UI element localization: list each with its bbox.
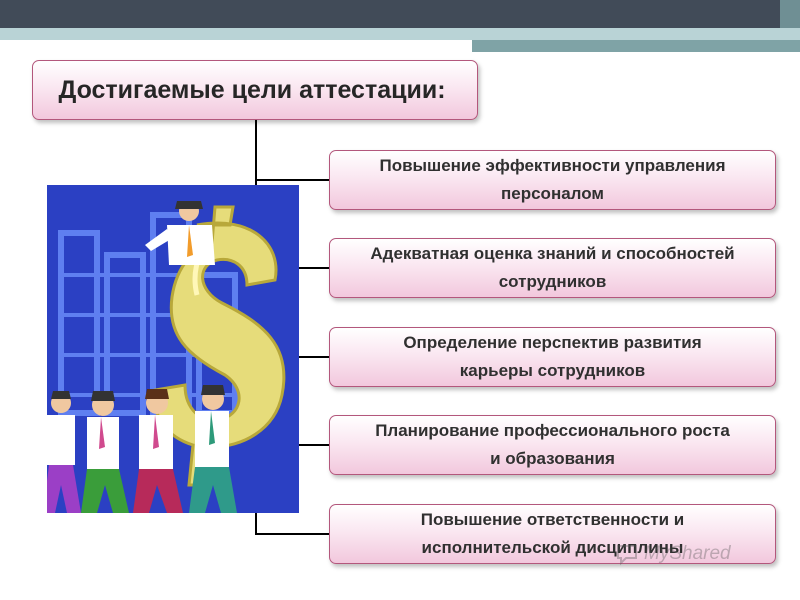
- goal-box-2: Адекватная оценка знаний и способностей …: [329, 238, 776, 298]
- slide-title-text: Достигаемые цели аттестации:: [58, 75, 446, 104]
- goal-box-3: Определение перспектив развития карьеры …: [329, 327, 776, 387]
- goal-2-line-2: сотрудников: [498, 272, 607, 291]
- goal-box-4: Планирование профессионального роста и о…: [329, 415, 776, 475]
- goal-2-line-1: Адекватная оценка знаний и способностей: [370, 244, 735, 263]
- goal-5-line-2: исполнительской дисциплины: [421, 538, 684, 557]
- goal-3-line-2: карьеры сотрудников: [459, 361, 646, 380]
- myshared-logo-icon: [617, 545, 637, 566]
- goal-1-line-2: персоналом: [501, 184, 604, 203]
- goal-3-line-1: Определение перспектив развития: [403, 333, 702, 352]
- slide-title: Достигаемые цели аттестации:: [32, 60, 478, 120]
- goal-5-line-1: Повышение ответственности и: [420, 510, 685, 529]
- goal-4-line-2: и образования: [490, 449, 615, 468]
- header-band-corner: [780, 0, 800, 28]
- goal-box-5: Повышение ответственности и исполнительс…: [329, 504, 776, 564]
- goal-4-line-1: Планирование профессионального роста: [375, 421, 730, 440]
- goal-box-1: Повышение эффективности управления персо…: [329, 150, 776, 210]
- connector-goal-1: [255, 179, 330, 181]
- goal-1-line-1: Повышение эффективности управления: [379, 156, 726, 175]
- header-band-light: [0, 28, 800, 40]
- watermark-text: MyShared: [644, 543, 731, 564]
- clipart-business-people-dollar: [47, 185, 299, 513]
- header-band-teal: [472, 40, 800, 52]
- myshared-watermark: MyShared: [614, 540, 780, 568]
- header-band-dark: [0, 0, 780, 28]
- connector-goal-5: [255, 533, 330, 535]
